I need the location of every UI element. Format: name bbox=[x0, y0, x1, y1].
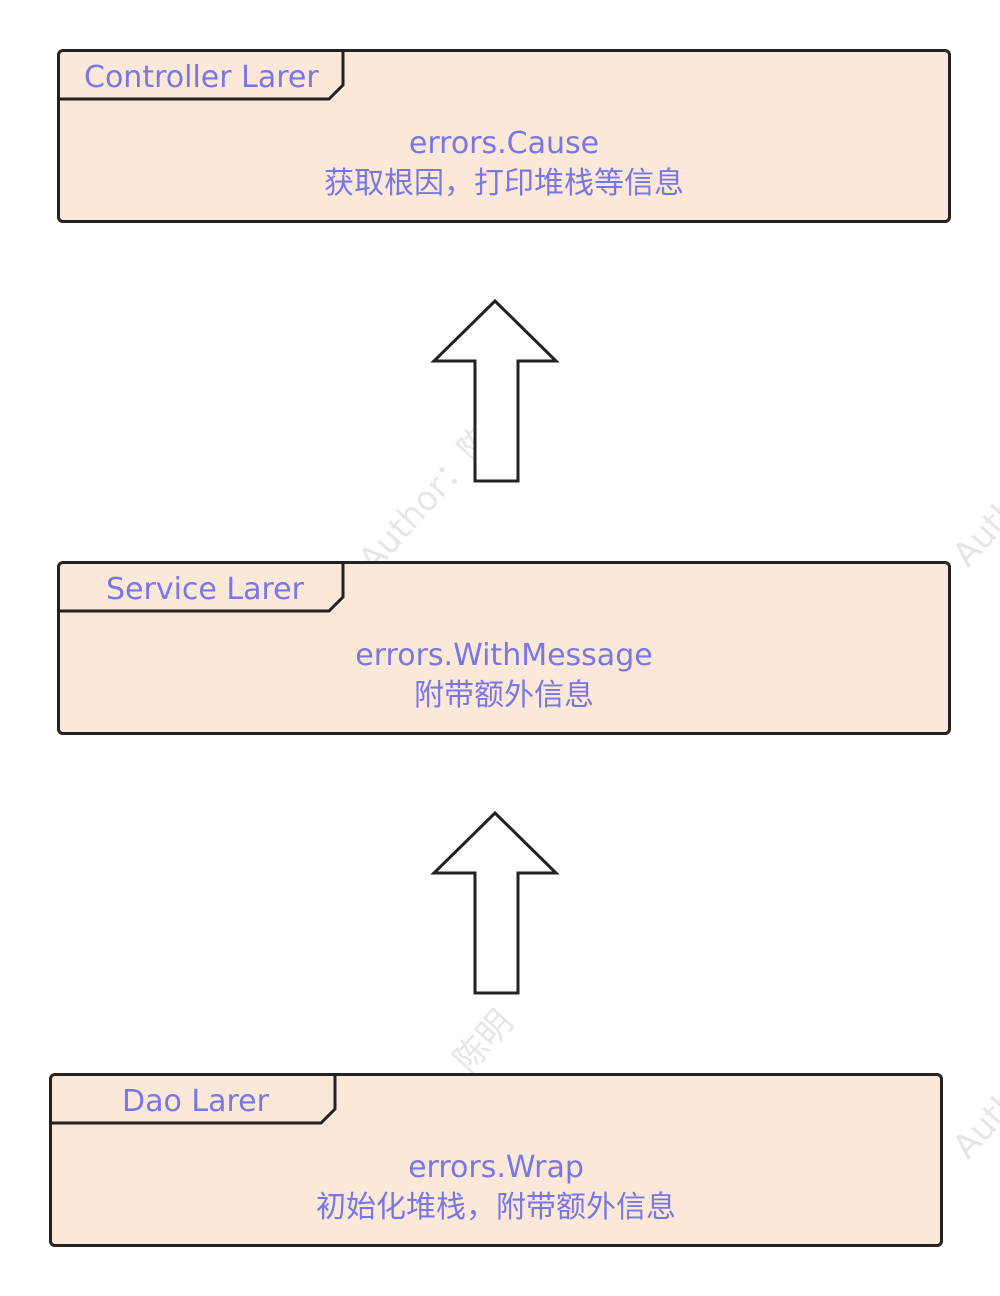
dao-layer-box: Dao Larer errors.Wrap 初始化堆栈，附带额外信息 bbox=[49, 1073, 943, 1247]
service-method: errors.WithMessage bbox=[355, 638, 653, 673]
dao-description: 初始化堆栈，附带额外信息 bbox=[316, 1190, 676, 1225]
watermark: Author bbox=[945, 462, 1000, 575]
controller-description: 获取根因，打印堆栈等信息 bbox=[324, 166, 684, 201]
up-arrow-icon bbox=[430, 298, 560, 483]
controller-layer-box: Controller Larer errors.Cause 获取根因，打印堆栈等… bbox=[57, 49, 951, 223]
service-layer-content: errors.WithMessage 附带额外信息 bbox=[60, 636, 948, 716]
service-layer-box: Service Larer errors.WithMessage 附带额外信息 bbox=[57, 561, 951, 735]
dao-layer-content: errors.Wrap 初始化堆栈，附带额外信息 bbox=[52, 1148, 940, 1228]
tab-frame bbox=[60, 52, 345, 101]
tab-frame bbox=[60, 564, 345, 613]
watermark: 陈明 bbox=[445, 1002, 522, 1081]
controller-layer-content: errors.Cause 获取根因，打印堆栈等信息 bbox=[60, 124, 948, 204]
watermark: Author bbox=[945, 1054, 1000, 1167]
controller-method: errors.Cause bbox=[408, 126, 600, 161]
service-layer-label: Service Larer bbox=[106, 572, 304, 607]
up-arrow-icon bbox=[430, 810, 560, 995]
dao-layer-label: Dao Larer bbox=[122, 1084, 269, 1119]
dao-method: errors.Wrap bbox=[408, 1150, 584, 1185]
service-description: 附带额外信息 bbox=[414, 678, 594, 713]
tab-frame bbox=[52, 1076, 337, 1125]
controller-layer-label: Controller Larer bbox=[84, 60, 319, 95]
